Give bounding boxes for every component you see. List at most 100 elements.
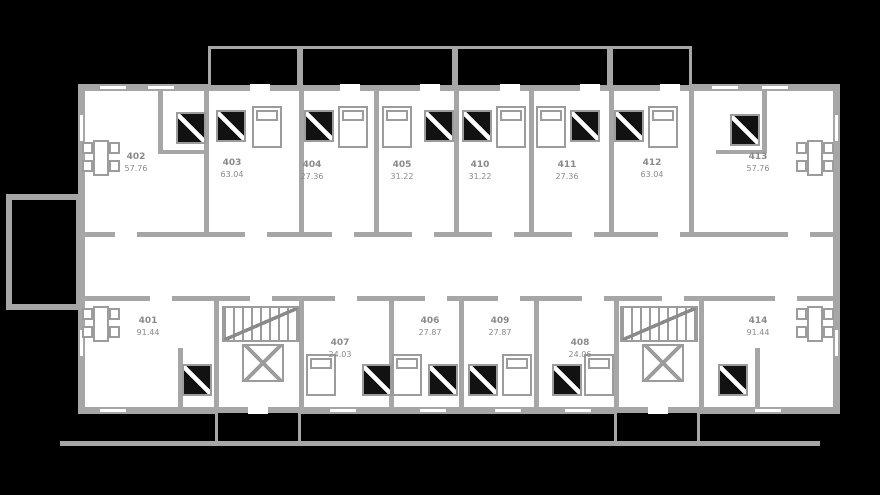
bathroom-icon <box>428 364 458 396</box>
window <box>80 330 83 356</box>
apartment-number: 408 <box>570 338 590 348</box>
apartment-label-408: 408 24.06 <box>548 338 612 360</box>
apartment-area: 31.22 <box>390 172 414 181</box>
dining-table-icon <box>82 136 120 178</box>
bathroom-icon <box>468 364 498 396</box>
balcony <box>208 46 300 88</box>
bed-icon <box>648 106 678 148</box>
balcony <box>610 46 692 88</box>
apartment-number: 405 <box>392 160 412 170</box>
dining-table-icon <box>82 302 120 344</box>
apartment-label-414: 414 91.44 <box>726 316 790 338</box>
corridor-wall <box>85 296 833 301</box>
entrance-door <box>648 407 668 414</box>
wall <box>762 91 767 153</box>
elevator-icon <box>642 344 684 382</box>
door-opening <box>412 232 434 237</box>
wall <box>614 301 619 407</box>
door-opening <box>658 232 680 237</box>
apartment-area: 31.22 <box>468 172 492 181</box>
bed-icon <box>496 106 526 148</box>
wall <box>178 348 183 407</box>
balcony-door <box>660 84 680 91</box>
bathroom-icon <box>570 110 600 142</box>
bathroom-icon <box>718 364 748 396</box>
door-opening <box>662 296 684 301</box>
balcony-door <box>250 84 270 91</box>
window <box>835 115 838 141</box>
entrance-porch <box>215 410 301 444</box>
bathroom-icon <box>216 110 246 142</box>
window <box>755 409 781 412</box>
window <box>148 86 174 89</box>
apartment-number: 402 <box>126 152 146 162</box>
bed-icon <box>502 354 532 396</box>
apartment-number: 404 <box>302 160 322 170</box>
bathroom-icon <box>182 364 212 396</box>
apartment-area: 57.76 <box>124 164 148 173</box>
wall <box>299 91 304 232</box>
apartment-number: 406 <box>420 316 440 326</box>
door-opening <box>775 296 797 301</box>
apartment-area: 63.04 <box>220 170 244 179</box>
apartment-number: 414 <box>748 316 768 326</box>
door-opening <box>250 296 272 301</box>
window <box>762 86 788 89</box>
apartment-label-405: 405 31.22 <box>370 160 434 182</box>
apartment-number: 410 <box>470 160 490 170</box>
apartment-label-407: 407 24.03 <box>308 338 372 360</box>
bathroom-icon <box>362 364 392 396</box>
apartment-number: 413 <box>748 152 768 162</box>
elevator-icon <box>242 344 284 382</box>
wall <box>204 91 209 232</box>
apartment-number: 411 <box>557 160 577 170</box>
stairs-icon <box>620 306 698 342</box>
bathroom-icon <box>730 114 760 146</box>
balcony-door <box>420 84 440 91</box>
window <box>495 409 521 412</box>
bed-icon <box>382 106 412 148</box>
ground-line <box>60 441 820 446</box>
wall <box>158 91 163 153</box>
apartment-number: 401 <box>138 316 158 326</box>
bathroom-icon <box>614 110 644 142</box>
apartment-area: 91.44 <box>136 328 160 337</box>
apartment-number: 409 <box>490 316 510 326</box>
bed-icon <box>392 354 422 396</box>
wall <box>529 91 534 232</box>
wall <box>158 150 208 154</box>
window <box>100 86 126 89</box>
door-opening <box>425 296 447 301</box>
window <box>100 409 126 412</box>
apartment-label-409: 409 27.87 <box>468 316 532 338</box>
door-opening <box>150 296 172 301</box>
bathroom-icon <box>552 364 582 396</box>
door-opening <box>582 296 604 301</box>
door-opening <box>245 232 267 237</box>
apartment-label-402: 402 57.76 <box>104 152 168 174</box>
apartment-area: 57.76 <box>746 164 770 173</box>
wall <box>374 91 379 232</box>
bed-icon <box>252 106 282 148</box>
bathroom-icon <box>176 112 206 144</box>
apartment-area: 24.03 <box>328 350 352 359</box>
apartment-label-406: 406 27.87 <box>398 316 462 338</box>
door-opening <box>572 232 594 237</box>
door-opening <box>115 232 137 237</box>
wall <box>755 348 760 407</box>
bed-icon <box>584 354 614 396</box>
bed-icon <box>306 354 336 396</box>
apartment-label-404: 404 27.36 <box>280 160 344 182</box>
door-opening <box>788 232 810 237</box>
apartment-area: 24.06 <box>568 350 592 359</box>
apartment-area: 91.44 <box>746 328 770 337</box>
window <box>835 330 838 356</box>
apartment-area: 27.87 <box>418 328 442 337</box>
window <box>712 86 738 89</box>
wall <box>459 301 464 407</box>
balcony-door <box>340 84 360 91</box>
apartment-area: 27.36 <box>555 172 579 181</box>
apartment-area: 27.36 <box>300 172 324 181</box>
apartment-area: 27.87 <box>488 328 512 337</box>
